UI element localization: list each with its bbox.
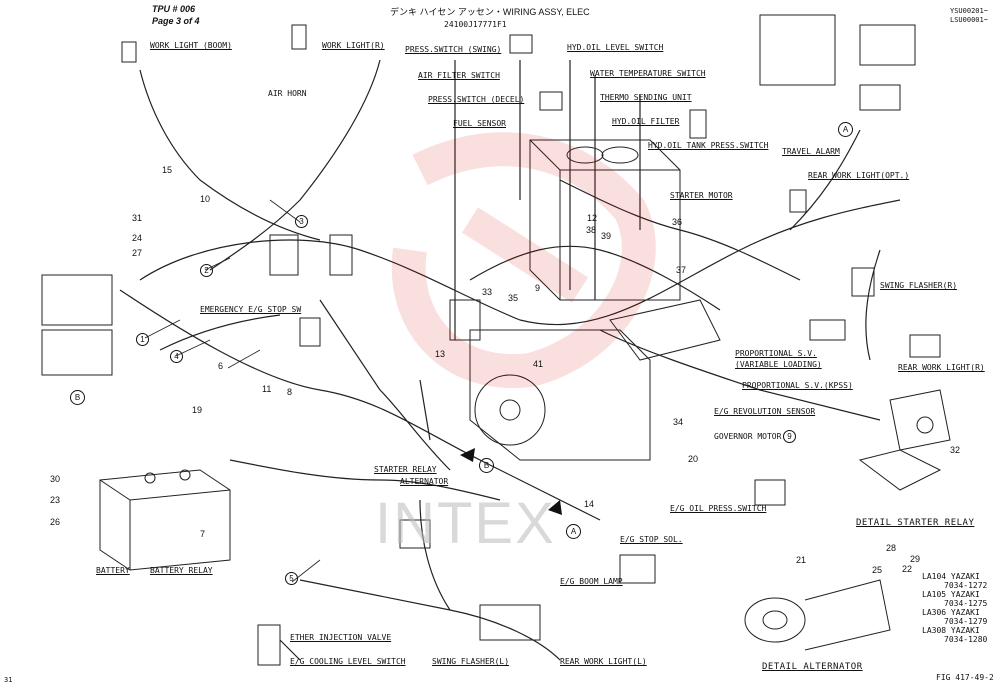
label-proportional-sv-kpss: PROPORTIONAL S.V.(KPSS) [742, 381, 853, 390]
callout-8: 8 [287, 387, 293, 397]
wire-part-3: 7034-1279 [944, 617, 988, 626]
watermark-text: INTEX [375, 491, 556, 556]
label-eg-stop-sol: E/G STOP SOL. [620, 535, 683, 544]
label-fuel-sensor: FUEL SENSOR [453, 119, 506, 128]
callout-9: 9 [535, 283, 541, 293]
label-press-switch-decel: PRESS.SWITCH (DECEL) [428, 95, 525, 104]
callout-38: 38 [586, 225, 597, 235]
connector-b-label: B [70, 390, 85, 405]
detail-starter-relay-title: DETAIL STARTER RELAY [856, 518, 975, 528]
callout-31: 31 [132, 213, 143, 223]
label-press-switch-swing: PRESS.SWITCH (SWING) [405, 45, 502, 54]
callout-1: 1 [136, 333, 149, 346]
label-starter-motor: STARTER MOTOR [670, 191, 733, 200]
label-swing-flasher-l: SWING FLASHER(L) [432, 657, 510, 666]
callout-10: 10 [200, 194, 211, 204]
callout-34: 34 [673, 417, 684, 427]
label-starter-relay: STARTER RELAY [374, 465, 437, 474]
label-work-light-boom: WORK LIGHT (BOOM) [150, 41, 232, 50]
callout-15: 15 [162, 165, 173, 175]
label-emergency-eg-stop-sw: EMERGENCY E/G STOP SW [200, 305, 302, 314]
wire-code-2: LA105 YAZAKI [922, 590, 980, 599]
label-proportional-sv: PROPORTIONAL S.V. [735, 349, 817, 358]
arrow-b-label: B [479, 458, 494, 473]
callout-26: 26 [50, 517, 61, 527]
label-governor-motor: GOVERNOR MOTOR [714, 432, 782, 441]
serial-bottom: LSU00001~ [950, 16, 988, 24]
callout-14: 14 [584, 499, 595, 509]
callout-32: 32 [950, 445, 961, 455]
label-air-filter-switch: AIR FILTER SWITCH [418, 71, 500, 80]
wire-code-3: LA306 YAZAKI [922, 608, 980, 617]
tpu-label: TPU # 006 [152, 4, 196, 14]
callout-22: 22 [902, 564, 913, 574]
connector-a-label: A [838, 122, 853, 137]
label-proportional-sv-variable: (VARIABLE LOADING) [735, 360, 822, 369]
callout-7: 7 [200, 529, 206, 539]
label-travel-alarm: TRAVEL ALARM [782, 147, 840, 156]
label-battery-relay: BATTERY RELAY [150, 566, 213, 575]
callout-11: 11 [262, 384, 272, 394]
label-rear-work-light-l: REAR WORK LIGHT(L) [560, 657, 647, 666]
diagram-title: デンキ ハイセン アッセン・WIRING ASSY, ELEC [390, 7, 590, 17]
detail-alternator-title: DETAIL ALTERNATOR [762, 662, 863, 672]
label-alternator: ALTERNATOR [400, 477, 449, 486]
callout-2: 2 [200, 264, 213, 277]
footer-left: 31 [4, 676, 13, 684]
callout-23: 23 [50, 495, 61, 505]
label-swing-flasher-r: SWING FLASHER(R) [880, 281, 958, 290]
callout-27: 27 [132, 248, 143, 258]
label-air-horn: AIR HORN [268, 89, 307, 98]
figure-number: FIG 417-49-2 [936, 673, 994, 682]
wire-part-1: 7034-1272 [944, 581, 988, 590]
callout-30: 30 [50, 474, 61, 484]
label-hyd-oil-level-switch: HYD.OIL LEVEL SWITCH [567, 43, 664, 52]
arrow-a-label: A [566, 524, 581, 539]
callout-35: 35 [508, 293, 519, 303]
callout-28: 28 [886, 543, 897, 553]
callout-20: 20 [688, 454, 699, 464]
wire-code-4: LA308 YAZAKI [922, 626, 980, 635]
callout-37: 37 [676, 265, 687, 275]
callout-39: 39 [601, 231, 612, 241]
label-thermo-sending-unit: THERMO SENDING UNIT [600, 93, 692, 102]
wire-code-1: LA104 YAZAKI [922, 572, 980, 581]
wire-part-2: 7034-1275 [944, 599, 988, 608]
label-rear-work-light-opt: REAR WORK LIGHT(OPT.) [808, 171, 910, 180]
label-eg-revolution-sensor: E/G REVOLUTION SENSOR [714, 407, 816, 416]
label-eg-boom-lamp: E/G BOOM LAMP [560, 577, 623, 586]
callout-24: 24 [132, 233, 143, 243]
callout-4: 4 [170, 350, 183, 363]
label-ether-injection-valve: ETHER INJECTION VALVE [290, 633, 392, 642]
callout-33: 33 [482, 287, 493, 297]
label-work-light-r: WORK LIGHT(R) [322, 41, 385, 50]
callout-3: 3 [295, 215, 308, 228]
callout-29: 29 [910, 554, 921, 564]
label-hyd-oil-tank-press-switch: HYD.OIL TANK PRESS.SWITCH [648, 141, 769, 150]
wire-part-4: 7034-1280 [944, 635, 988, 644]
label-eg-cooling-level-switch: E/G COOLING LEVEL SWITCH [290, 657, 406, 666]
label-rear-work-light-r: REAR WORK LIGHT(R) [898, 363, 985, 372]
label-battery: BATTERY [96, 566, 130, 575]
serial-top: YSU00201~ [950, 7, 988, 15]
callout-36: 36 [672, 217, 683, 227]
label-water-temperature-switch: WATER TEMPERATURE SWITCH [590, 69, 706, 78]
callout-5: 5 [285, 572, 298, 585]
callout-21: 21 [796, 555, 807, 565]
callout-19: 19 [192, 405, 203, 415]
callout-41: 41 [533, 359, 544, 369]
page-label: Page 3 of 4 [152, 16, 200, 26]
red-watermark-emblem [391, 132, 656, 389]
callout-governor-9: 9 [783, 430, 796, 443]
callout-12: 12 [587, 213, 598, 223]
callout-6: 6 [218, 361, 224, 371]
callout-13: 13 [435, 349, 446, 359]
callout-25: 25 [872, 565, 883, 575]
part-number: 24100J17771F1 [444, 20, 507, 29]
label-hyd-oil-filter: HYD.OIL FILTER [612, 117, 680, 126]
label-eg-oil-press-switch: E/G OIL PRESS.SWITCH [670, 504, 767, 513]
